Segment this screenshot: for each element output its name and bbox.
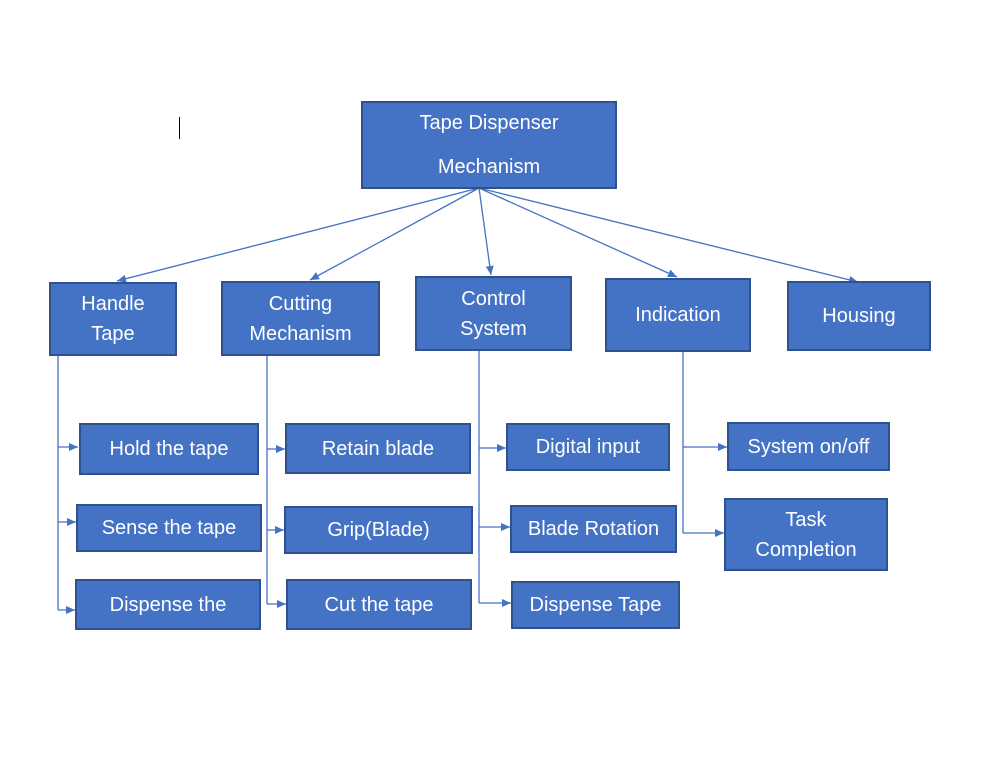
item-digital-input: Digital input: [506, 423, 670, 471]
arrow-root-to-cutting: [309, 187, 480, 281]
root-node: Tape Dispenser Mechanism: [361, 101, 617, 189]
arrow-root-to-handle-tape: [116, 187, 480, 283]
item-system-on-off: System on/off: [727, 422, 890, 471]
category-handle-tape: Handle Tape: [49, 282, 177, 356]
arrow-root-to-control: [478, 187, 494, 276]
item-sense-the-tape: Sense the tape: [76, 504, 262, 552]
item-grip-blade: Grip(Blade): [284, 506, 473, 554]
item-dispense-the: Dispense the: [75, 579, 261, 630]
category-housing: Housing: [787, 281, 931, 351]
category-indication: Indication: [605, 278, 751, 352]
arrow-root-to-indication: [478, 187, 678, 278]
item-retain-blade: Retain blade: [285, 423, 471, 474]
category-cutting-mechanism: Cutting Mechanism: [221, 281, 380, 356]
item-dispense-tape: Dispense Tape: [511, 581, 680, 629]
category-control-system: Control System: [415, 276, 572, 351]
item-cut-the-tape: Cut the tape: [286, 579, 472, 630]
item-task-completion: Task Completion: [724, 498, 888, 571]
item-hold-the-tape: Hold the tape: [79, 423, 259, 475]
item-blade-rotation: Blade Rotation: [510, 505, 677, 553]
arrow-root-to-housing: [478, 187, 859, 284]
text-cursor: [179, 117, 180, 139]
